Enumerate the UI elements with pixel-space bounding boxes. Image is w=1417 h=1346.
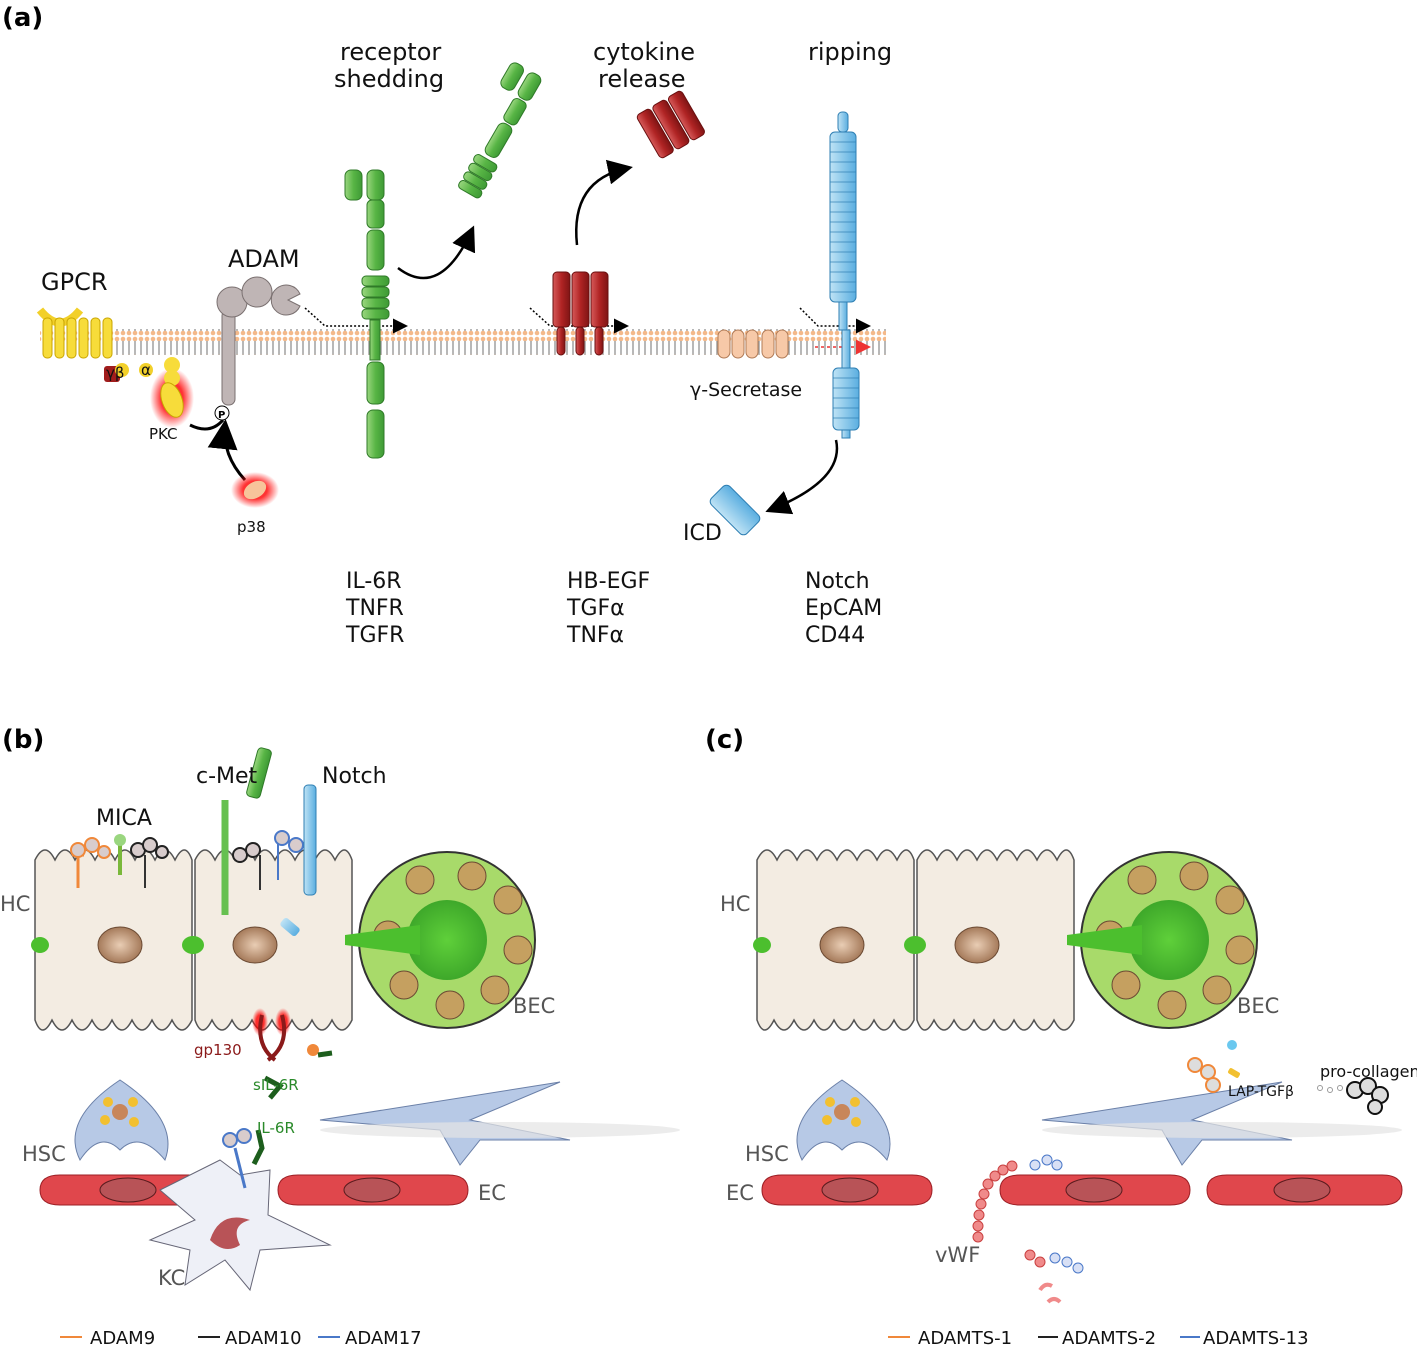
hsc-label-b: HSC xyxy=(22,1142,66,1166)
green-receptor xyxy=(344,169,390,459)
alpha-label: α xyxy=(141,361,151,379)
pkc-kinase xyxy=(150,357,194,428)
membrane-cytokine xyxy=(552,271,609,356)
icd-fragment xyxy=(709,484,761,536)
p38-label: p38 xyxy=(237,518,266,536)
gpcr-label: GPCR xyxy=(41,268,108,296)
liver-tissue-b xyxy=(30,849,681,1206)
gamma-secretase xyxy=(717,329,789,359)
gpcr-receptor xyxy=(36,307,153,382)
cell-membrane xyxy=(40,329,886,355)
svg-text:ADAMTS-2: ADAMTS-2 xyxy=(1062,1328,1156,1346)
svg-text:EpCAM: EpCAM xyxy=(805,596,882,621)
lap-tgfb-label: LAP-TGFβ xyxy=(1228,1084,1294,1100)
mica-label: MICA xyxy=(96,806,152,831)
bec-label-c: BEC xyxy=(1237,994,1279,1018)
lap-tgfb-complex xyxy=(1187,1040,1240,1093)
legend-b: ADAM9 ADAM10 ADAM17 xyxy=(60,1328,422,1346)
c-met-label: c-Met xyxy=(196,764,258,789)
shedding-examples: IL-6R TNFR TGFR xyxy=(345,569,404,648)
hc-label-b: HC xyxy=(0,892,30,916)
pro-collagen-molecule xyxy=(1317,1077,1389,1115)
notch-label-b: Notch xyxy=(322,764,387,789)
svg-text:HB-EGF: HB-EGF xyxy=(567,569,650,594)
gp130-il6r-complex xyxy=(251,1008,333,1166)
svg-text:ADAM10: ADAM10 xyxy=(225,1328,302,1346)
svg-text:ADAMTS-13: ADAMTS-13 xyxy=(1203,1328,1309,1346)
hsc-label-c: HSC xyxy=(745,1142,789,1166)
notch-receptor xyxy=(829,111,860,439)
released-cytokine xyxy=(636,90,705,159)
svg-text:ADAMTS-1: ADAMTS-1 xyxy=(918,1328,1012,1346)
liver-tissue-c xyxy=(752,849,1403,1206)
kupffer-cell xyxy=(148,1128,332,1292)
ripping-examples: Notch EpCAM CD44 xyxy=(805,569,882,648)
gp130-label: gp130 xyxy=(194,1041,242,1059)
adam-label: ADAM xyxy=(228,245,300,273)
svg-text:TNFR: TNFR xyxy=(345,596,404,621)
kc-label: KC xyxy=(158,1266,185,1290)
gamma-secretase-label: γ-Secretase xyxy=(690,379,802,401)
vwf-label: vWF xyxy=(935,1243,980,1267)
svg-text:TNFα: TNFα xyxy=(566,623,624,648)
cytokine-examples: HB-EGF TGFα TNFα xyxy=(566,569,650,648)
ec-label-b: EC xyxy=(478,1181,506,1205)
shed-receptor-fragment xyxy=(458,62,542,199)
legend-c: ADAMTS-1 ADAMTS-2 ADAMTS-13 xyxy=(888,1328,1309,1346)
gamma-beta-label: γβ xyxy=(106,364,124,382)
svg-text:TGFR: TGFR xyxy=(345,623,404,648)
pkc-label: PKC xyxy=(149,425,178,443)
hc-label-c: HC xyxy=(720,892,750,916)
svg-text:ADAM9: ADAM9 xyxy=(90,1328,155,1346)
svg-text:ADAM17: ADAM17 xyxy=(345,1328,422,1346)
adam-protease xyxy=(214,276,301,421)
bec-label-b: BEC xyxy=(513,994,555,1018)
surface-adams-b xyxy=(70,747,317,937)
panel-c-label: (c) xyxy=(705,725,744,755)
il6r-label: IL-6R xyxy=(257,1119,295,1137)
panel-a-label: (a) xyxy=(2,3,43,33)
icd-label: ICD xyxy=(683,521,722,546)
sil6r-label: sIL-6R xyxy=(253,1076,299,1094)
vwf-multimer xyxy=(972,1154,1084,1304)
ripping-label: ripping xyxy=(808,38,892,66)
svg-text:CD44: CD44 xyxy=(805,623,865,648)
svg-text:TGFα: TGFα xyxy=(566,596,625,621)
svg-text:IL-6R: IL-6R xyxy=(346,569,402,594)
p38-arrow xyxy=(207,419,247,482)
phospho-label: P xyxy=(218,410,225,421)
ec-label-c: EC xyxy=(726,1181,754,1205)
panel-b-label: (b) xyxy=(2,725,44,755)
svg-text:Notch: Notch xyxy=(805,569,870,594)
pro-collagen-label: pro-collagen xyxy=(1320,1062,1417,1081)
p38-kinase xyxy=(231,472,279,508)
